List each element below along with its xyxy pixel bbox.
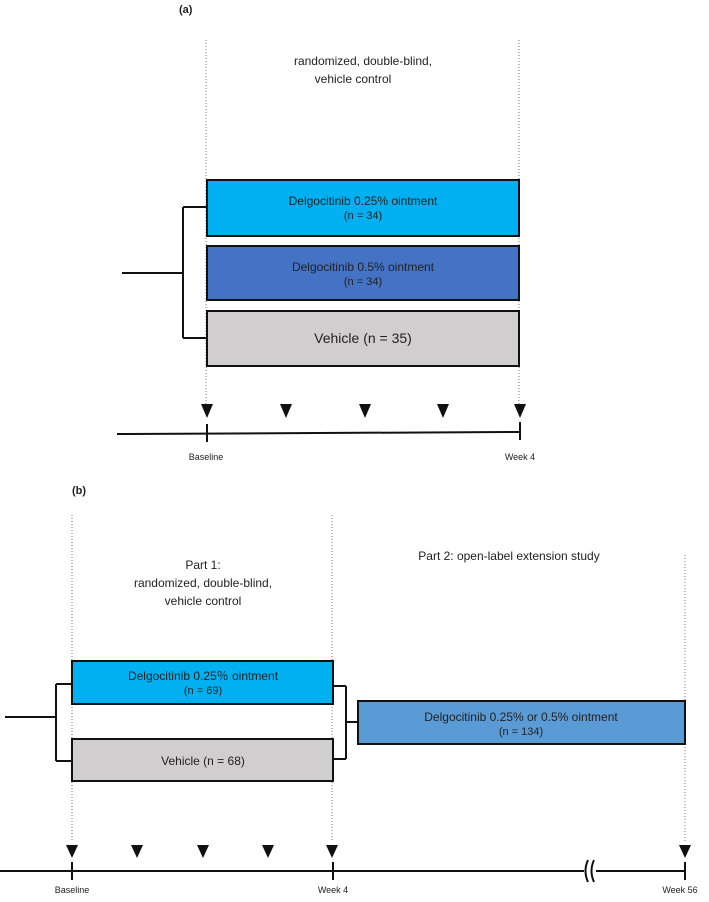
panel-b-visit-markers (66, 845, 691, 858)
panel-b-arm-vehicle: Vehicle (n = 68) (71, 738, 334, 782)
panel-a-visit-markers (201, 404, 526, 418)
panel-b-arm-025-box (71, 660, 334, 705)
panel-a-baseline-label: Baseline (189, 452, 224, 462)
panel-b-part2-arm-label: Delgocitinib 0.25% or 0.5% ointment (424, 710, 618, 724)
panel-a-arm-05-n: (n = 34) (344, 276, 382, 288)
panel-a-timeline (116, 422, 521, 442)
panel-b-baseline-label: Baseline (55, 885, 90, 895)
panel-b-part2-arm: Delgocitinib 0.25% or 0.5% ointment (n =… (357, 700, 686, 745)
panel-a-label: (a) (179, 4, 193, 16)
panel-b-week4-label: Week 4 (318, 885, 348, 895)
panel-b-arm-025-label: Delgocitinib 0.25％ ointment (128, 669, 279, 683)
panel-a-arm-vehicle-box (206, 310, 520, 367)
panel-a-arm-05-box (206, 245, 520, 301)
panel-b-part1-heading-line2: randomized, double-blind, (134, 576, 272, 590)
panel-a-heading-line1: randomized, double-blind, (294, 54, 432, 68)
panel-a-arm-vehicle: Vehicle (n = 35) (206, 310, 520, 367)
panel-b-part2-arm-n: (n = 134) (499, 726, 543, 738)
panel-b-visit-marker (66, 845, 78, 858)
panel-b-visit-marker (262, 845, 274, 858)
panel-a-arm-05: Delgocitinib 0.5% ointment (n = 34) (206, 245, 520, 301)
panel-b-visit-marker (326, 845, 338, 858)
panel-b-part2-heading: Part 2: open-label extension study (418, 549, 599, 563)
panel-a-visit-marker (201, 404, 213, 418)
panel-b-timeline (0, 862, 686, 880)
panel-b-label: (b) (72, 485, 86, 497)
panel-b-extension-bracket (333, 685, 358, 760)
panel-a-visit-marker (280, 404, 292, 418)
panel-a-arm-025-n: (n = 34) (344, 210, 382, 222)
panel-b-arm-vehicle-label: Vehicle (n = 68) (161, 754, 245, 768)
panel-a-week4-label: Week 4 (505, 452, 535, 462)
panel-a-randomization-bracket (122, 206, 208, 339)
panel-b-part2-arm-box (357, 700, 686, 745)
panel-b-part1-heading-line1: Part 1: (185, 558, 220, 572)
panel-a-visit-marker (514, 404, 526, 418)
panel-a-arm-025: Delgocitinib 0.25% ointment (n = 34) (206, 179, 520, 237)
panel-a-visit-marker (359, 404, 371, 418)
panel-b-arm-vehicle-box (71, 738, 334, 782)
panel-b-visit-marker (679, 845, 691, 858)
panel-b-arm-025: Delgocitinib 0.25％ ointment (n = 69) (71, 660, 334, 705)
panel-b-part1-heading-line3: vehicle control (165, 594, 242, 608)
panel-b-visit-marker (197, 845, 209, 858)
panel-a-arm-025-label: Delgocitinib 0.25% ointment (289, 194, 438, 208)
panel-a-arm-vehicle-label: Vehicle (n = 35) (314, 330, 412, 346)
panel-b-visit-marker (131, 845, 143, 858)
panel-b-randomization-bracket (5, 683, 72, 762)
panel-a-arm-025-box (206, 179, 520, 237)
panel-a-heading-line2: vehicle control (315, 72, 392, 86)
panel-b-arm-025-n: (n = 69) (184, 685, 222, 697)
panel-b-week56-label: Week 56 (662, 885, 697, 895)
panel-a-arm-05-label: Delgocitinib 0.5% ointment (292, 260, 435, 274)
panel-b-axis-break (584, 859, 596, 883)
panel-a-visit-marker (437, 404, 449, 418)
